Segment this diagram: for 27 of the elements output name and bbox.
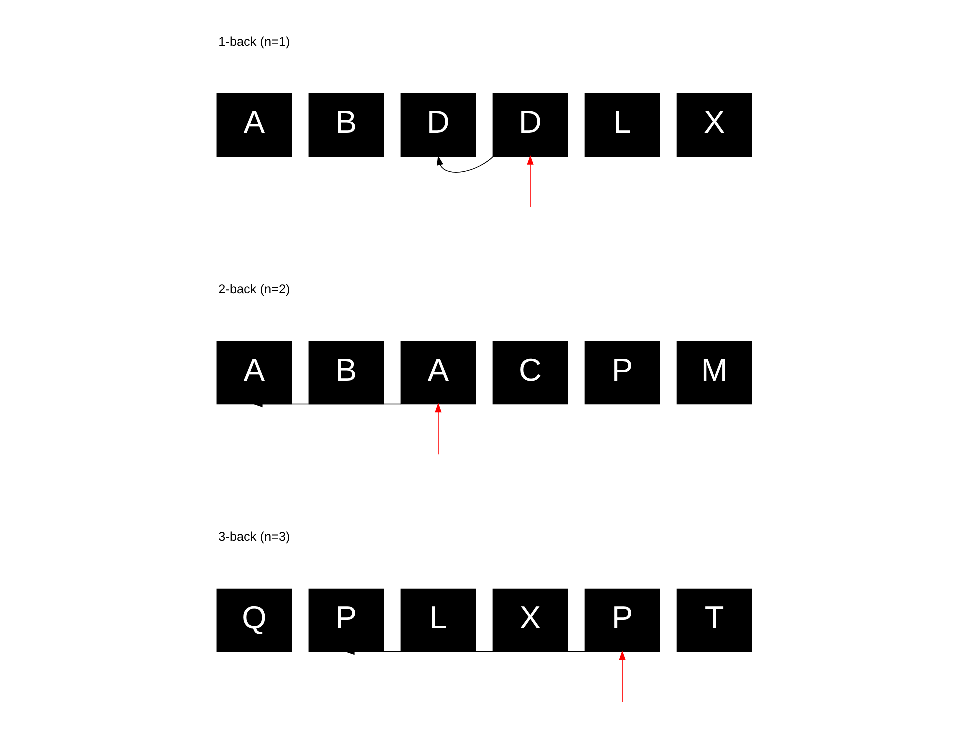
arrow xyxy=(252,400,402,408)
node-box: B xyxy=(308,341,384,405)
node-box: X xyxy=(676,94,752,157)
label: 1-back (n=1) xyxy=(218,34,290,49)
node-box: L xyxy=(400,588,476,652)
node-box: D xyxy=(492,94,568,157)
node-box: Q xyxy=(216,588,292,652)
node-box: P xyxy=(584,588,660,652)
node-box: A xyxy=(216,341,292,405)
arrow xyxy=(434,403,442,456)
arrow xyxy=(526,155,534,208)
label: 3-back (n=3) xyxy=(218,530,290,544)
node-box: P xyxy=(308,588,384,652)
node-box: X xyxy=(492,588,568,652)
node-box: A xyxy=(216,94,292,157)
label: 2-back (n=2) xyxy=(218,282,290,296)
arrow xyxy=(344,648,586,656)
node-box: M xyxy=(676,341,752,405)
node-box: C xyxy=(492,341,568,405)
node-box: T xyxy=(676,588,752,652)
node-box: B xyxy=(308,94,384,157)
arrow xyxy=(618,650,626,703)
arrow xyxy=(436,156,494,173)
node-box: L xyxy=(584,94,660,157)
node-box: D xyxy=(400,94,476,157)
node-box: P xyxy=(584,341,660,405)
node-box: A xyxy=(400,341,476,405)
